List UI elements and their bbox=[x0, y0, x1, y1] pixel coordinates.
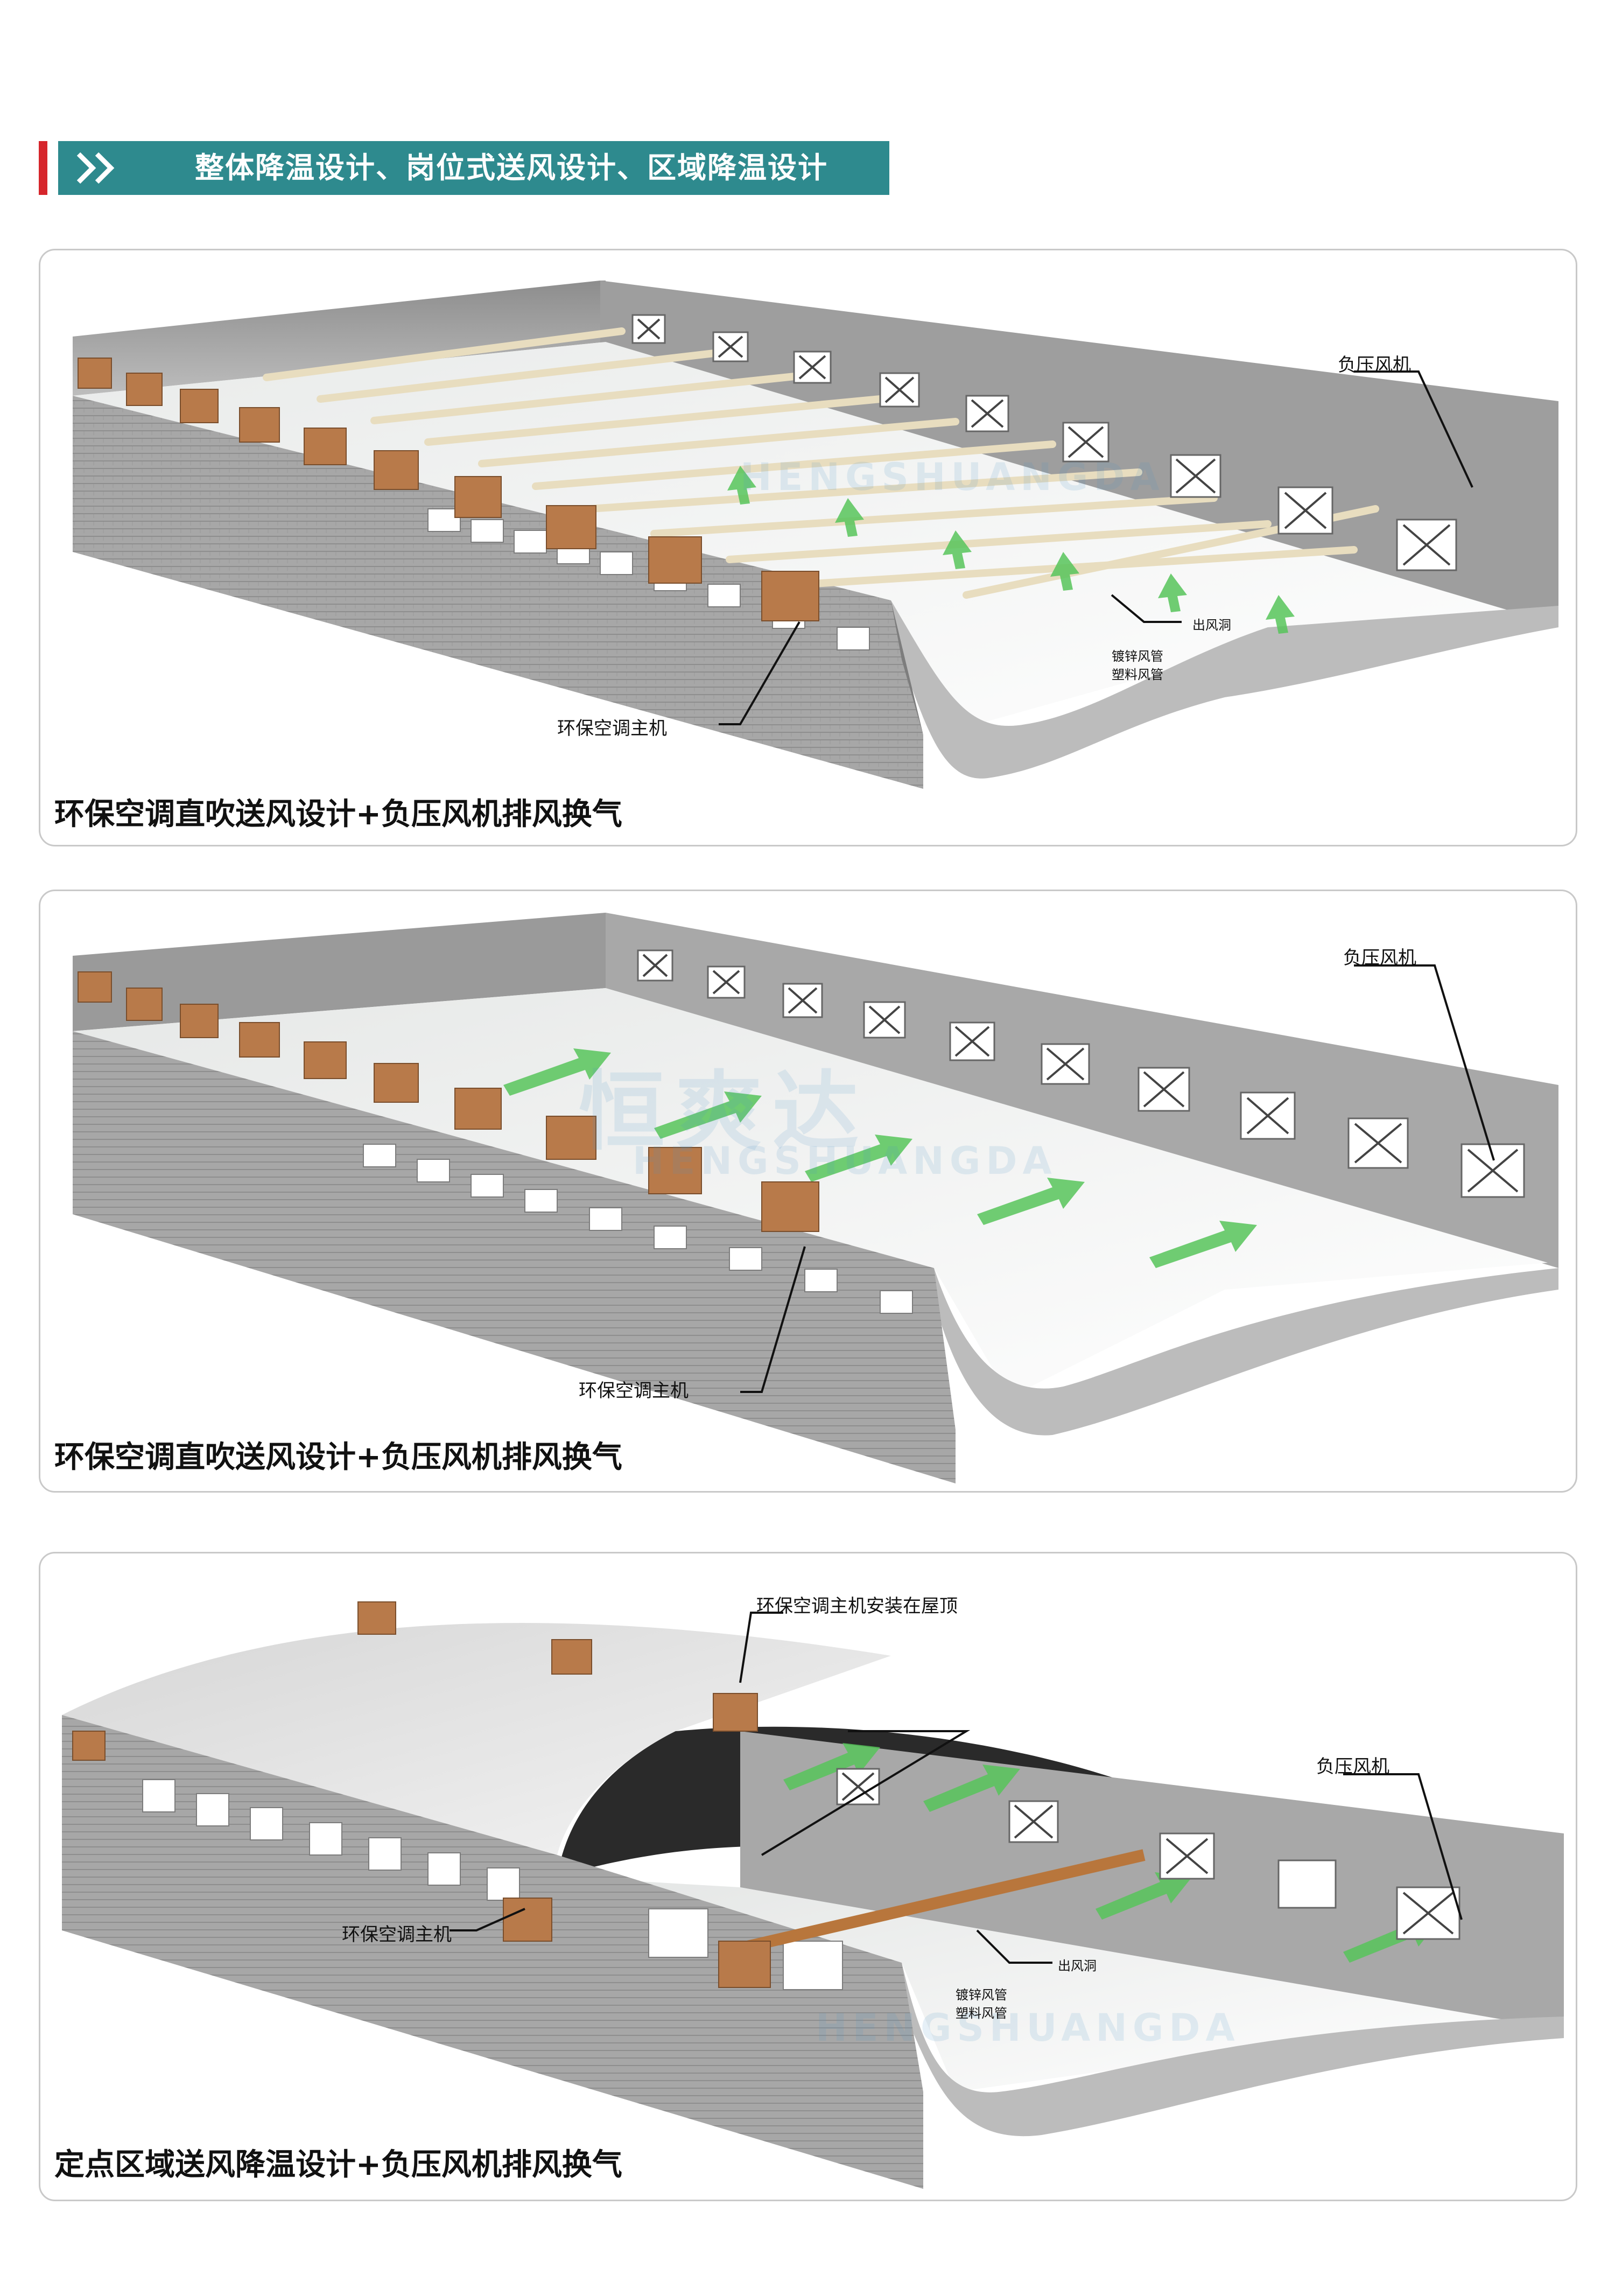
panel-caption: 环保空调直吹送风设计+负压风机排风换气 bbox=[54, 1440, 622, 1475]
back-wall bbox=[73, 281, 606, 396]
watermark-sub: HENGSHUANGDA bbox=[816, 2006, 1240, 2050]
section-banner: 整体降温设计、岗位式送风设计、区域降温设计 bbox=[39, 141, 889, 195]
duct-label-2: 塑料风管 bbox=[956, 2006, 1007, 2021]
callout-lines bbox=[719, 370, 1473, 725]
right-wall bbox=[740, 1731, 1564, 2038]
floor-cut-edge bbox=[934, 1268, 1558, 1436]
callout-lines bbox=[740, 964, 1495, 1393]
air-cooler-label: 环保空调主机 bbox=[579, 1380, 689, 1402]
fan-label: 负压风机 bbox=[1338, 354, 1411, 376]
right-wall bbox=[606, 913, 1558, 1268]
factory-scene-3 bbox=[62, 1601, 1564, 2189]
orange-duct bbox=[722, 1849, 1146, 1958]
air-coolers bbox=[78, 358, 819, 621]
floor-cut-edge bbox=[891, 600, 1558, 779]
air-coolers bbox=[78, 971, 819, 1232]
watermark: HENGSHUANGDA bbox=[740, 455, 1165, 499]
watermark-sub: HENGSHUANGDA bbox=[633, 1139, 1057, 1183]
duct-label-2: 塑料风管 bbox=[1112, 667, 1163, 682]
exhaust-fans bbox=[836, 1768, 1460, 1940]
air-coolers bbox=[72, 1601, 771, 1988]
curved-roof bbox=[62, 1622, 891, 1855]
air-cooler-label: 环保空调主机 bbox=[557, 718, 667, 739]
double-chevron-icon bbox=[76, 152, 115, 184]
air-cooler-label: 环保空调主机 bbox=[342, 1924, 452, 1945]
callout-lines bbox=[450, 1612, 1463, 1964]
banner-background bbox=[58, 141, 889, 195]
duct-label-1: 镀锌风管 bbox=[1112, 649, 1163, 664]
back-wall bbox=[73, 913, 606, 1031]
diagram-panel-1: HENGSHUANGDA 负压风机 环保空调主机 出风洞 镀锌风管 塑料风管 环… bbox=[39, 249, 1577, 846]
banner-title: 整体降温设计、岗位式送风设计、区域降温设计 bbox=[195, 151, 828, 185]
left-wall bbox=[73, 1031, 956, 1483]
diagram-panel-3: HENGSHUANGDA 环保空调主机安装在屋顶 负压风机 环保空调主机 出风洞… bbox=[39, 1552, 1577, 2201]
banner-red-accent bbox=[39, 141, 47, 195]
air-ducts bbox=[263, 327, 1379, 599]
airflow-arrows bbox=[727, 466, 1295, 634]
wall-windows bbox=[363, 1144, 913, 1314]
panel-caption: 环保空调直吹送风设计+负压风机排风换气 bbox=[54, 797, 622, 832]
duct-label-1: 镀锌风管 bbox=[956, 1987, 1007, 2003]
panel-caption: 定点区域送风降温设计+负压风机排风换气 bbox=[54, 2147, 622, 2182]
exhaust-fans bbox=[637, 949, 1525, 1198]
factory-scene-2 bbox=[73, 913, 1558, 1483]
outlet-label: 出风洞 bbox=[1058, 1958, 1097, 1973]
wall-windows bbox=[142, 1779, 843, 1990]
outlet-label: 出风洞 bbox=[1192, 618, 1231, 633]
factory-scene-1 bbox=[73, 281, 1558, 789]
roof-install-label: 环保空调主机安装在屋顶 bbox=[756, 1595, 958, 1617]
fan-label: 负压风机 bbox=[1316, 1756, 1389, 1777]
watermark: 恒爽达 bbox=[579, 1061, 870, 1162]
airflow-arrows bbox=[503, 1048, 1257, 1268]
diagram-panel-2: 恒爽达 HENGSHUANGDA 负压风机 环保空调主机 环保空调直吹送风设计+… bbox=[39, 890, 1577, 1493]
exhaust-fans bbox=[631, 314, 1457, 571]
floor-cut-edge bbox=[902, 1963, 1564, 2137]
fan-label: 负压风机 bbox=[1343, 947, 1416, 969]
left-wall bbox=[73, 396, 923, 789]
